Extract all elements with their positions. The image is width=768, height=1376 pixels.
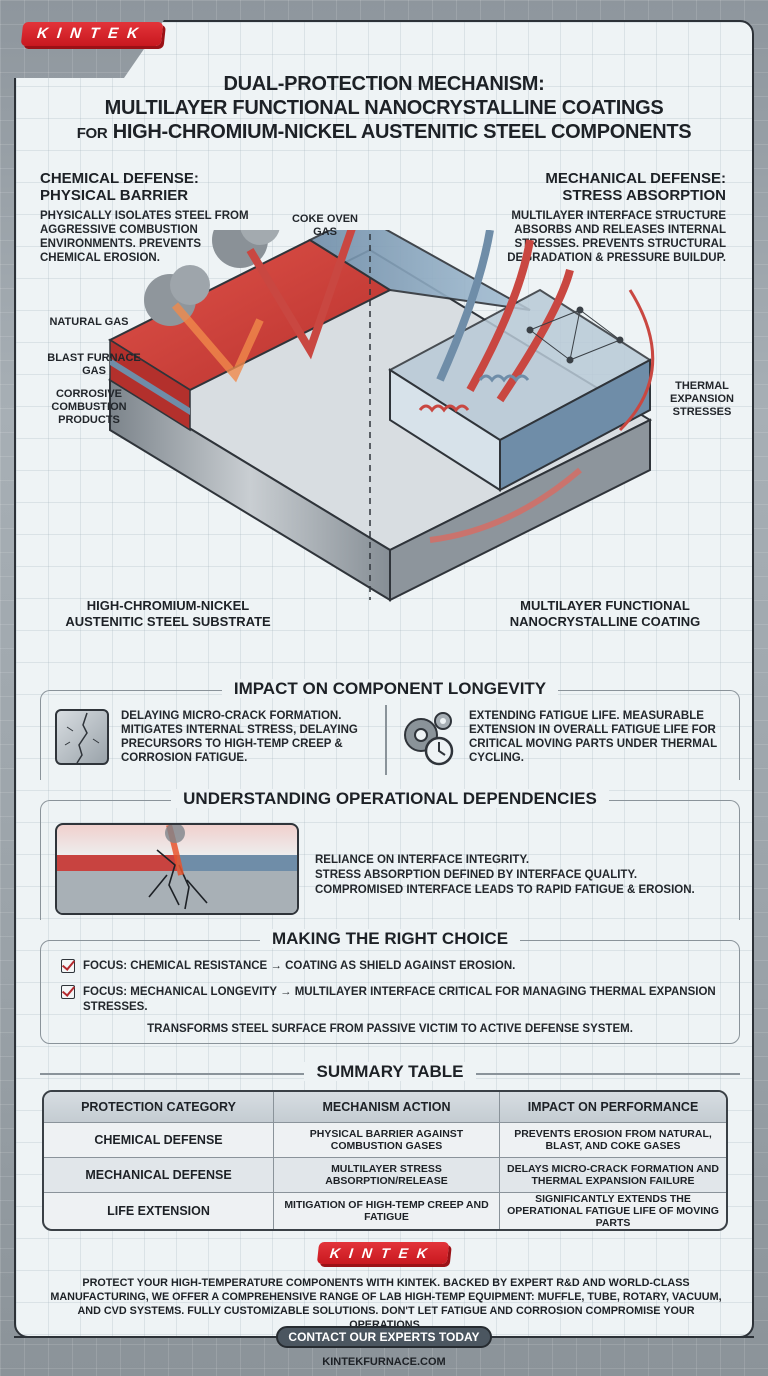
- substrate-label: HIGH-CHROMIUM-NICKEL AUSTENITIC STEEL SU…: [65, 598, 271, 629]
- natural-gas-label: NATURAL GAS: [49, 316, 129, 328]
- gears-clock-icon: [399, 709, 457, 767]
- table-row: MECHANICAL DEFENSE MULTILAYER STRESS ABS…: [44, 1158, 726, 1193]
- corrosive-products-label: CORROSIVE COMBUSTION PRODUCTS: [51, 388, 127, 426]
- impact-item-crack: DELAYING MICRO-CRACK FORMATION. MITIGATE…: [55, 709, 375, 765]
- chemical-defense-heading: CHEMICAL DEFENSE:PHYSICAL BARRIER: [40, 170, 199, 204]
- table-cell: MITIGATION OF HIGH-TEMP CREEP AND FATIGU…: [274, 1193, 500, 1229]
- table-cell: LIFE EXTENSION: [44, 1193, 274, 1229]
- footer-body: PROTECT YOUR HIGH-TEMPERATURE COMPONENTS…: [50, 1277, 722, 1331]
- cta-line-right: [492, 1336, 754, 1338]
- coke-oven-gas-label: COKE OVEN GAS: [291, 213, 358, 238]
- table-cell: PHYSICAL BARRIER AGAINST COMBUSTION GASE…: [274, 1123, 500, 1158]
- kintek-footer-logo: KINTEK: [316, 1242, 450, 1264]
- impact-section-title: IMPACT ON COMPONENT LONGEVITY: [221, 679, 559, 698]
- dependencies-text: RELIANCE ON INTERFACE INTEGRITY. STRESS …: [315, 854, 695, 896]
- chemical-defense-body: PHYSICALLY ISOLATES STEEL FROM AGGRESSIV…: [40, 210, 249, 264]
- blast-furnace-gas-label: BLAST FURNACE GAS: [47, 352, 141, 377]
- table-row: LIFE EXTENSION MITIGATION OF HIGH-TEMP C…: [44, 1193, 726, 1229]
- title-line-2: MULTILAYER FUNCTIONAL NANOCRYSTALLINE CO…: [104, 97, 664, 119]
- checkbox-checked-icon: [61, 985, 75, 999]
- page-title: DUAL-PROTECTION MECHANISM: MULTILAYER FU…: [30, 72, 738, 146]
- impact-divider: [385, 705, 387, 775]
- dependencies-section: UNDERSTANDING OPERATIONAL DEPENDENCIES R…: [40, 789, 740, 920]
- checkbox-checked-icon: [61, 959, 75, 973]
- choice-item-mechanical: FOCUS: MECHANICAL LONGEVITY → MULTILAYER…: [61, 985, 721, 1015]
- contact-experts-button[interactable]: CONTACT OUR EXPERTS TODAY: [276, 1326, 492, 1348]
- table-cell: CHEMICAL DEFENSE: [44, 1123, 274, 1158]
- website-link[interactable]: KINTEKFURNACE.COM: [322, 1356, 446, 1368]
- mechanical-defense-body: MULTILAYER INTERFACE STRUCTURE ABSORBS A…: [507, 210, 726, 264]
- table-header: IMPACT ON PERFORMANCE: [500, 1092, 726, 1123]
- mechanical-defense-callout: MECHANICAL DEFENSE:STRESS ABSORPTION MUL…: [486, 170, 726, 265]
- table-header: PROTECTION CATEGORY: [44, 1092, 274, 1123]
- table-cell: MECHANICAL DEFENSE: [44, 1158, 274, 1193]
- title-line-1: DUAL-PROTECTION MECHANISM:: [223, 73, 545, 95]
- title-line-3: FOR HIGH-CHROMIUM-NICKEL AUSTENITIC STEE…: [76, 121, 692, 143]
- mechanical-defense-heading: MECHANICAL DEFENSE:STRESS ABSORPTION: [545, 170, 726, 204]
- choice-item-chemical: FOCUS: CHEMICAL RESISTANCE → COATING AS …: [61, 959, 721, 974]
- table-row: CHEMICAL DEFENSE PHYSICAL BARRIER AGAINS…: [44, 1123, 726, 1158]
- interface-failure-icon: [55, 823, 299, 915]
- table-cell: DELAYS MICRO-CRACK FORMATION AND THERMAL…: [500, 1158, 726, 1193]
- choice-section: MAKING THE RIGHT CHOICE FOCUS: CHEMICAL …: [40, 929, 740, 1044]
- cracked-surface-icon: [55, 709, 109, 765]
- choice-summary: TRANSFORMS STEEL SURFACE FROM PASSIVE VI…: [147, 1023, 633, 1035]
- coating-label: MULTILAYER FUNCTIONAL NANOCRYSTALLINE CO…: [509, 598, 701, 629]
- chemical-defense-callout: CHEMICAL DEFENSE:PHYSICAL BARRIER PHYSIC…: [40, 170, 255, 265]
- kintek-logo: KINTEK: [20, 22, 164, 46]
- thermal-expansion-label: THERMAL EXPANSION STRESSES: [670, 380, 734, 418]
- summary-table: PROTECTION CATEGORY MECHANISM ACTION IMP…: [42, 1090, 728, 1231]
- summary-table-title: SUMMARY TABLE: [40, 1062, 740, 1082]
- table-header-row: PROTECTION CATEGORY MECHANISM ACTION IMP…: [44, 1092, 726, 1123]
- impact-section: IMPACT ON COMPONENT LONGEVITY DELAYING M…: [40, 679, 740, 780]
- table-cell: SIGNIFICANTLY EXTENDS THE OPERATIONAL FA…: [507, 1193, 719, 1229]
- choice-section-title: MAKING THE RIGHT CHOICE: [259, 929, 521, 948]
- coating-cross-section-illustration: [107, 230, 655, 602]
- table-cell: MULTILAYER STRESS ABSORPTION/RELEASE: [274, 1158, 500, 1193]
- table-cell: PREVENTS EROSION FROM NATURAL, BLAST, AN…: [500, 1123, 726, 1158]
- cta-line-left: [14, 1336, 276, 1338]
- impact-item-fatigue: EXTENDING FATIGUE LIFE. MEASURABLE EXTEN…: [399, 709, 729, 767]
- dependencies-section-title: UNDERSTANDING OPERATIONAL DEPENDENCIES: [171, 789, 609, 808]
- table-header: MECHANISM ACTION: [274, 1092, 500, 1123]
